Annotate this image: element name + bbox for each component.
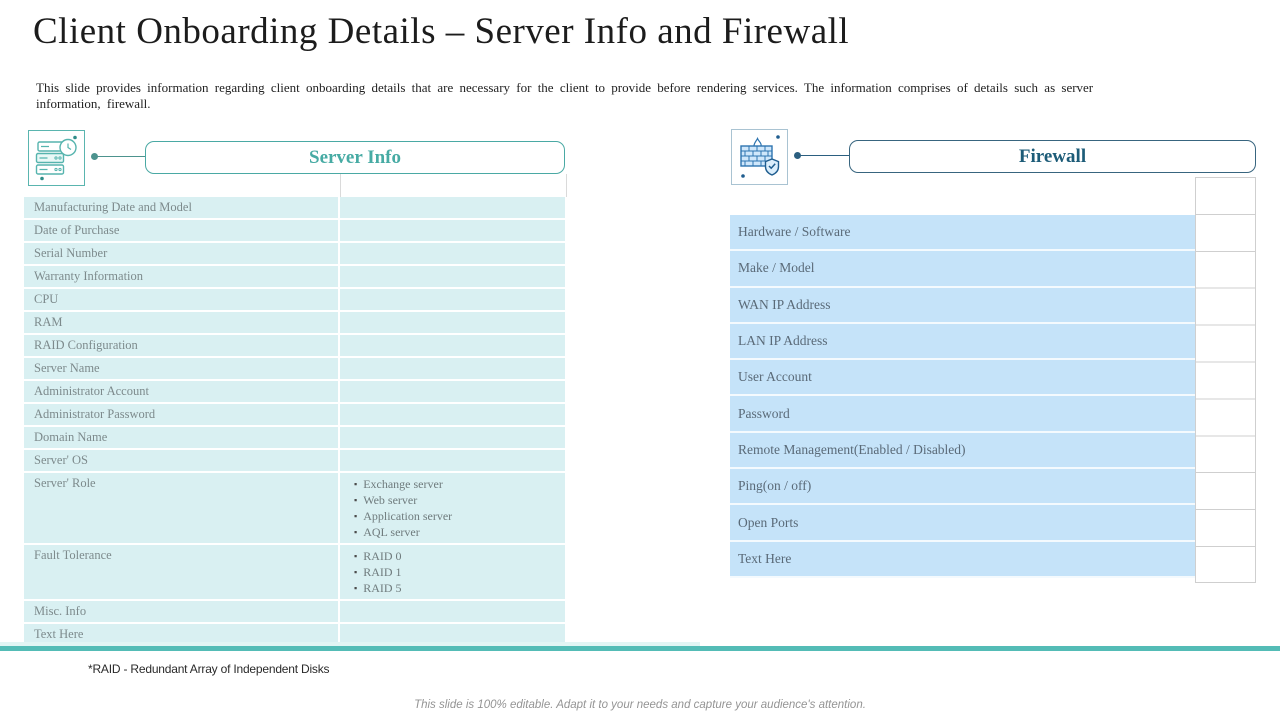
firewall-header-label: Firewall	[1018, 145, 1087, 167]
bullet-item: AQL server	[354, 524, 565, 540]
bullet-item: RAID 5	[354, 580, 565, 596]
row-value	[340, 450, 565, 471]
row-value	[340, 358, 565, 379]
table-row: Serial Number	[24, 243, 565, 266]
table-row: WAN IP Address	[730, 287, 1195, 324]
table-row: Hardware / Software	[730, 215, 1195, 252]
row-value	[340, 427, 565, 448]
table-row: Password	[730, 396, 1195, 433]
row-label: RAM	[24, 312, 340, 333]
firewall-connector-line	[794, 152, 849, 159]
table-row: Warranty Information	[24, 266, 565, 289]
slide-description: This slide provides information regardin…	[36, 80, 1094, 111]
table-row: Server' RoleExchange serverWeb serverApp…	[24, 473, 565, 545]
table-row: CPU	[24, 289, 565, 312]
bullet-item: Web server	[354, 492, 565, 508]
table-row: Misc. Info	[24, 601, 565, 624]
row-value	[340, 289, 565, 310]
row-value	[340, 381, 565, 402]
row-label: Date of Purchase	[24, 220, 340, 241]
row-value	[340, 220, 565, 241]
server-connector-line	[91, 153, 145, 160]
row-label: Server' OS	[24, 450, 340, 471]
bullet-item: RAID 1	[354, 564, 565, 580]
row-value	[340, 335, 565, 356]
table-row: Fault ToleranceRAID 0RAID 1RAID 5	[24, 545, 565, 601]
table-row: Ping(on / off)	[730, 469, 1195, 506]
firewall-shield-icon	[739, 135, 780, 178]
table-row: RAID Configuration	[24, 335, 565, 358]
table-row: LAN IP Address	[730, 323, 1195, 361]
row-label: Misc. Info	[24, 601, 340, 622]
table-row: Date of Purchase	[24, 220, 565, 243]
page-title: Client Onboarding Details – Server Info …	[33, 11, 850, 52]
firewall-icon-box	[731, 129, 788, 185]
firewall-value-column	[1195, 177, 1256, 583]
row-label: Manufacturing Date and Model	[24, 197, 340, 218]
row-label: Fault Tolerance	[24, 545, 340, 599]
table-row: Domain Name	[24, 427, 565, 450]
row-label: Warranty Information	[24, 266, 340, 287]
server-info-header: Server Info	[145, 141, 565, 174]
row-value: RAID 0RAID 1RAID 5	[340, 545, 565, 599]
row-value	[340, 266, 565, 287]
row-label: Serial Number	[24, 243, 340, 264]
row-label: Administrator Password	[24, 404, 340, 425]
bullet-item: RAID 0	[354, 548, 565, 564]
table-row: Administrator Password	[24, 404, 565, 427]
table-row: Administrator Account	[24, 381, 565, 404]
row-label: CPU	[24, 289, 340, 310]
row-value	[340, 243, 565, 264]
table-row: User Account	[730, 360, 1195, 397]
table-row: Remote Management(Enabled / Disabled)	[730, 432, 1195, 470]
divider-highlight	[0, 642, 700, 646]
server-table-spacer-row	[340, 174, 567, 197]
editable-note: This slide is 100% editable. Adapt it to…	[414, 699, 866, 711]
table-row: Text Here	[730, 541, 1195, 578]
row-value	[340, 197, 565, 218]
divider-bar	[0, 646, 1280, 651]
table-row: Server' OS	[24, 450, 565, 473]
row-label: Text Here	[24, 624, 340, 645]
firewall-header: Firewall	[849, 140, 1256, 173]
server-info-header-label: Server Info	[309, 146, 401, 168]
row-value	[340, 601, 565, 622]
table-row: Open Ports	[730, 505, 1195, 542]
row-value	[340, 404, 565, 425]
server-clock-icon	[35, 135, 77, 181]
table-row: Server Name	[24, 358, 565, 381]
table-row: Make / Model	[730, 251, 1195, 288]
table-row: RAM	[24, 312, 565, 335]
row-label: Server' Role	[24, 473, 340, 543]
row-value	[340, 624, 565, 645]
row-label: Server Name	[24, 358, 340, 379]
connector-line	[92, 156, 145, 157]
row-value: Exchange serverWeb serverApplication ser…	[340, 473, 565, 543]
row-label: Domain Name	[24, 427, 340, 448]
raid-footnote: *RAID - Redundant Array of Independent D…	[88, 662, 330, 676]
bullet-item: Exchange server	[354, 476, 565, 492]
connector-line	[795, 155, 849, 156]
row-value	[340, 312, 565, 333]
bullet-item: Application server	[354, 508, 565, 524]
row-label: Administrator Account	[24, 381, 340, 402]
row-label: RAID Configuration	[24, 335, 340, 356]
table-row: Manufacturing Date and Model	[24, 197, 565, 220]
server-icon-box	[28, 130, 85, 186]
